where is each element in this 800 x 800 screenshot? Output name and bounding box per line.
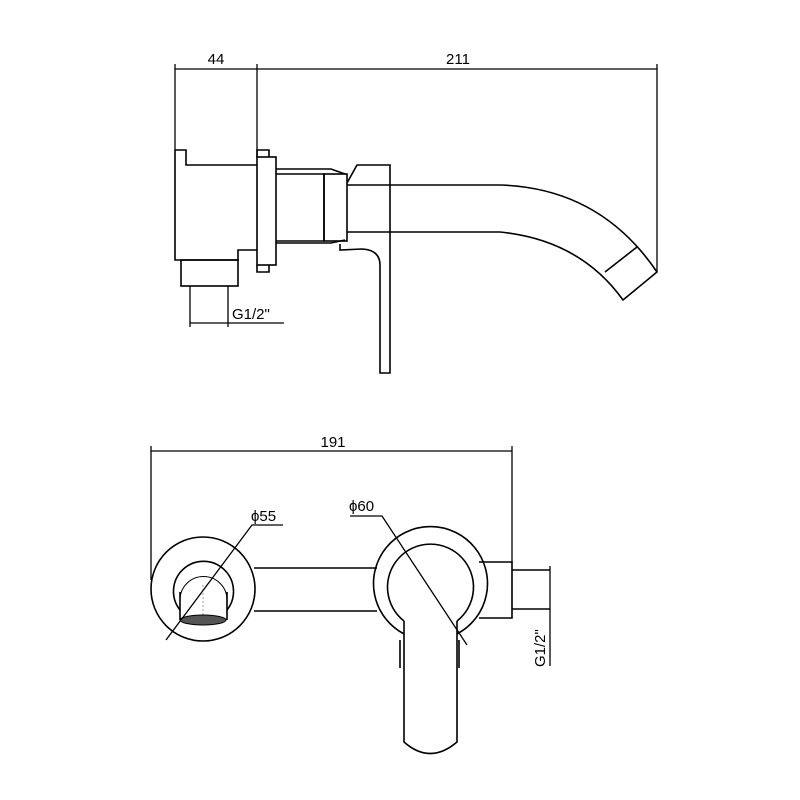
front-thread-dimension: G1/2" bbox=[532, 566, 551, 667]
spout-inner-arc bbox=[179, 576, 228, 601]
dimension-191: 191 bbox=[150, 434, 513, 580]
spout bbox=[347, 184, 659, 302]
side-handle bbox=[339, 164, 391, 374]
wall-flange bbox=[256, 156, 277, 266]
spout-aerator-band bbox=[604, 246, 638, 273]
dim-211-label: 211 bbox=[446, 51, 470, 68]
dimension-44: 44 bbox=[174, 51, 258, 158]
dimension-phi60: ϕ60 bbox=[349, 498, 468, 646]
dimension-211: 211 bbox=[257, 51, 658, 272]
phi55-label: ϕ55 bbox=[251, 508, 276, 525]
spout-rosette bbox=[150, 536, 256, 642]
connecting-pipe bbox=[254, 567, 377, 612]
spout-body bbox=[179, 592, 228, 620]
flange-tabs bbox=[256, 149, 270, 273]
phi60-label: ϕ60 bbox=[349, 498, 374, 515]
nut-cap bbox=[323, 173, 348, 242]
spout-outer-arc bbox=[172, 560, 235, 611]
side-thread-dimension: G1/2" bbox=[189, 286, 284, 327]
nut bbox=[276, 168, 346, 244]
valve-body bbox=[479, 561, 513, 619]
dim-191-label: 191 bbox=[320, 434, 345, 451]
handle-marks bbox=[399, 640, 460, 668]
front-view: 191 ϕ55 ϕ60 G1/2" bbox=[150, 434, 551, 755]
handle-lever bbox=[403, 621, 458, 755]
aerator-icon bbox=[179, 614, 227, 626]
front-thread-label: G1/2" bbox=[532, 629, 549, 667]
side-view: 44 211 G1/2" bbox=[174, 51, 659, 374]
side-thread-label: G1/2" bbox=[232, 306, 270, 323]
handle-rosette bbox=[372, 525, 489, 635]
wall-box bbox=[174, 149, 257, 261]
inlet-pipe bbox=[512, 569, 550, 610]
dimension-phi55: ϕ55 bbox=[165, 508, 283, 641]
dim-44-label: 44 bbox=[208, 51, 225, 68]
inlet-connector bbox=[180, 259, 239, 287]
handle-inner-ring bbox=[386, 543, 475, 622]
